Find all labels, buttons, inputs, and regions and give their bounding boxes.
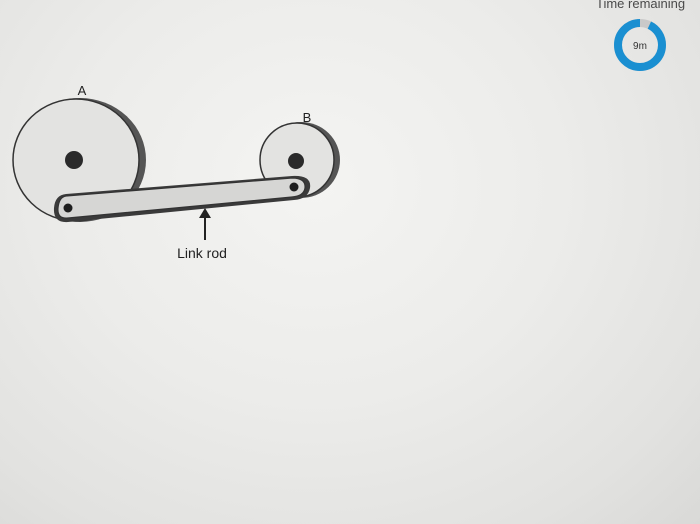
timer-progress-ring: 9m — [612, 17, 668, 73]
link-rod-pin-a — [63, 203, 73, 213]
wheel-b-label: B — [303, 110, 312, 125]
up-arrow-icon — [199, 208, 211, 240]
time-remaining-label: Time remaining — [596, 0, 686, 11]
link-rod-pin-b — [289, 182, 299, 192]
link-rod-label: Link rod — [177, 245, 227, 261]
link-rod-diagram: A B Link rod — [12, 83, 340, 261]
link-rod — [53, 175, 311, 223]
timer-value: 9m — [633, 41, 647, 52]
timer-ring-progress — [614, 19, 666, 71]
wheel-b-axle — [288, 153, 304, 169]
wheel-a — [12, 98, 146, 222]
wheel-a-axle — [65, 151, 83, 169]
wheel-a-label: A — [78, 83, 87, 98]
